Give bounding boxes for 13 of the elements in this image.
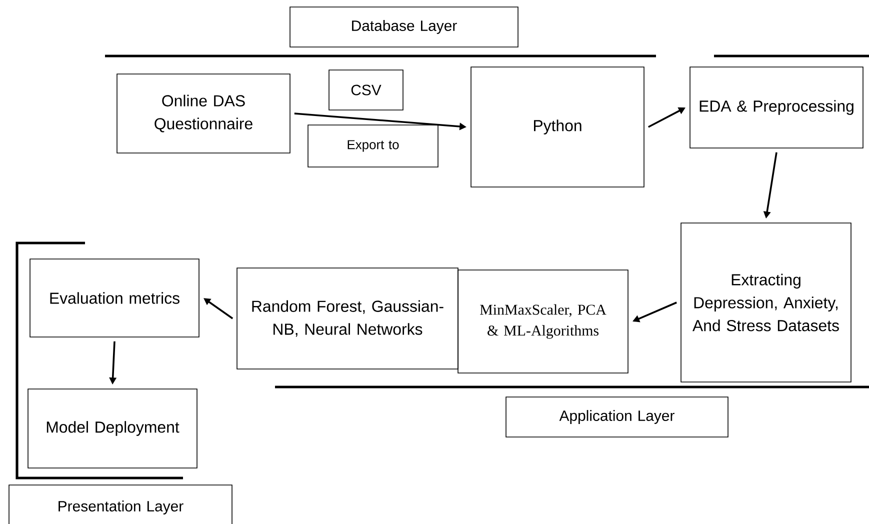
process-box: EDA & Preprocessing <box>690 66 864 148</box>
process-box: Extracting Depression, Anxiety, And Stress Datasets <box>680 222 852 382</box>
label-box: Export to <box>308 124 438 168</box>
layer-label-box: Database Layer <box>290 6 518 48</box>
process-box: Python <box>470 66 644 188</box>
label-box: CSV <box>328 70 404 110</box>
process-box: Random Forest, Gaussian-NB, Neural Networks <box>236 268 458 370</box>
process-box: MinMaxScaler, PCA & ML-Algorithms <box>458 270 628 374</box>
process-box: Online DAS Questionnaire <box>116 74 290 154</box>
layer-label-box: Application Layer <box>506 396 728 438</box>
process-box: Evaluation metrics <box>30 258 200 338</box>
layer-label-box: Presentation Layer <box>8 484 232 524</box>
process-box: Model Deployment <box>28 388 198 468</box>
